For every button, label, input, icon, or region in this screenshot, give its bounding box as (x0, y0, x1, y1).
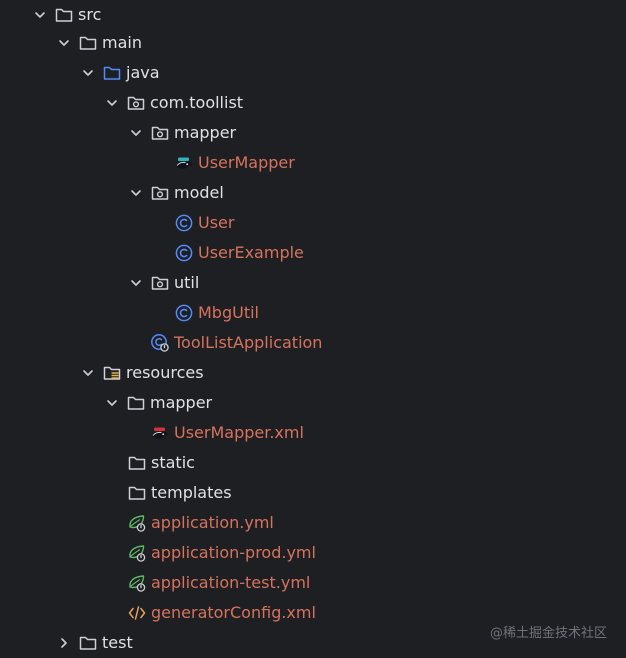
chevron-down-icon[interactable] (128, 125, 144, 141)
source-folder-icon (102, 63, 122, 83)
tree-row-java[interactable]: java (0, 58, 160, 88)
spring-boot-class-icon (150, 333, 170, 353)
package-icon (150, 273, 170, 293)
chevron-down-icon[interactable] (104, 95, 120, 111)
tree-item-label: main (102, 33, 142, 52)
tree-row-com-toollist[interactable]: com.toollist (0, 88, 243, 118)
tree-item-label: static (151, 453, 195, 472)
package-icon (150, 183, 170, 203)
tree-row-generatorconfig-xml[interactable]: generatorConfig.xml (0, 598, 316, 628)
resources-folder-icon (102, 363, 122, 383)
package-icon (126, 93, 146, 113)
chevron-down-icon[interactable] (80, 365, 96, 381)
spring-config-icon (127, 543, 147, 563)
tree-row-userexample[interactable]: UserExample (0, 238, 304, 268)
tree-item-label: com.toollist (150, 93, 244, 112)
tree-row-mapper-package[interactable]: mapper (0, 118, 236, 148)
folder-icon (127, 483, 147, 503)
folder-icon (78, 633, 98, 653)
tree-item-label: User (198, 213, 235, 232)
chevron-down-icon[interactable] (128, 185, 144, 201)
tree-row-mapper-folder[interactable]: mapper (0, 388, 212, 418)
tree-item-label: src (78, 5, 102, 24)
tree-item-label: UserMapper.xml (174, 423, 304, 442)
tree-item-label: mapper (174, 123, 237, 142)
tree-item-label: model (174, 183, 224, 202)
mybatis-mapper-icon (174, 153, 194, 173)
class-icon (174, 243, 194, 263)
tree-item-label: templates (151, 483, 232, 502)
class-icon (174, 303, 194, 323)
tree-row-toollistapplication[interactable]: ToolListApplication (0, 328, 322, 358)
tree-row-application-test-yml[interactable]: application-test.yml (0, 568, 310, 598)
chevron-down-icon[interactable] (128, 275, 144, 291)
chevron-down-icon[interactable] (32, 7, 48, 23)
chevron-down-icon[interactable] (56, 35, 72, 51)
tree-item-label: MbgUtil (198, 303, 259, 322)
tree-row-main[interactable]: main (0, 28, 142, 58)
folder-icon (54, 5, 74, 25)
chevron-down-icon[interactable] (104, 395, 120, 411)
watermark: @稀土掘金技术社区 (489, 626, 607, 641)
tree-item-label: UserExample (198, 243, 304, 262)
tree-row-util[interactable]: util (0, 268, 199, 298)
tree-row-usermapper[interactable]: UserMapper (0, 148, 295, 178)
tree-item-label: UserMapper (198, 153, 295, 172)
tree-item-label: application.yml (151, 513, 274, 532)
tree-row-resources[interactable]: resources (0, 358, 204, 388)
tree-item-label: application-prod.yml (151, 543, 316, 562)
class-icon (174, 213, 194, 233)
xml-file-icon (127, 603, 147, 623)
tree-row-mbgutil[interactable]: MbgUtil (0, 298, 259, 328)
tree-row-user[interactable]: User (0, 208, 234, 238)
tree-item-label: application-test.yml (151, 573, 311, 592)
tree-item-label: mapper (150, 393, 213, 412)
tree-item-label: test (102, 633, 133, 652)
tree-row-application-prod-yml[interactable]: application-prod.yml (0, 538, 316, 568)
tree-item-label: ToolListApplication (174, 333, 323, 352)
tree-item-label: java (126, 63, 160, 82)
mybatis-xml-icon (150, 423, 170, 443)
folder-icon (126, 393, 146, 413)
folder-icon (78, 33, 98, 53)
tree-item-label: util (174, 273, 200, 292)
tree-row-static[interactable]: static (0, 448, 195, 478)
chevron-right-icon[interactable] (56, 635, 72, 651)
tree-row-model[interactable]: model (0, 178, 224, 208)
tree-row-test[interactable]: test (0, 628, 133, 658)
tree-row-src[interactable]: src (0, 0, 101, 30)
package-icon (150, 123, 170, 143)
tree-item-label: generatorConfig.xml (151, 603, 316, 622)
folder-icon (127, 453, 147, 473)
spring-config-icon (127, 573, 147, 593)
tree-row-templates[interactable]: templates (0, 478, 232, 508)
tree-row-usermapper-xml[interactable]: UserMapper.xml (0, 418, 304, 448)
spring-config-icon (127, 513, 147, 533)
tree-item-label: resources (126, 363, 204, 382)
tree-row-application-yml[interactable]: application.yml (0, 508, 274, 538)
chevron-down-icon[interactable] (80, 65, 96, 81)
